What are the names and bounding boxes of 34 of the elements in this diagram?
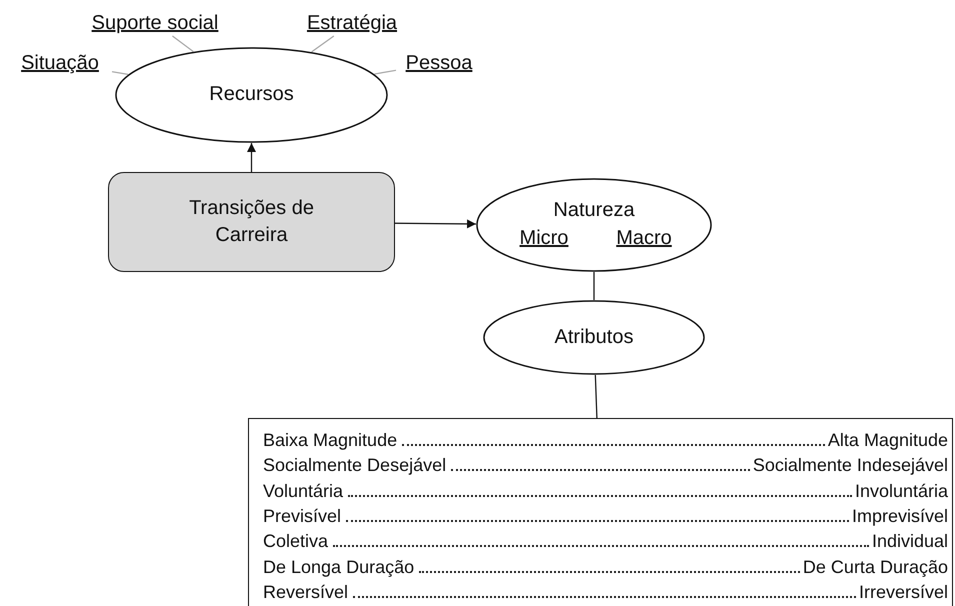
connector-line [374, 70, 396, 75]
resource-label: Situação [21, 52, 99, 74]
attribute-pole: Socialmente Desejável [263, 455, 446, 476]
attribute-pole: De Curta Duração [802, 556, 948, 578]
attribute-pole: Reversível [263, 582, 348, 603]
attribute-pole: Involuntária [854, 480, 948, 502]
concept-title: Recursos [208, 83, 295, 106]
attribute-pole: Voluntária [263, 480, 344, 502]
attribute-pole: Individual [872, 531, 948, 552]
resource-label: Estratégia [306, 12, 398, 34]
attribute-pole: De Longa Duração [263, 556, 414, 578]
scale-label: Macro [615, 227, 673, 250]
concept-title: Natureza [552, 199, 636, 222]
connector-line [311, 36, 334, 52]
arrow [247, 143, 256, 172]
concept-title: Atributos [554, 326, 634, 348]
resource-label: Pessoa [406, 52, 472, 74]
attribute-list-box [248, 418, 953, 606]
attribute-pole: Coletiva [263, 531, 328, 552]
connector-line [172, 36, 194, 52]
arrow [395, 219, 476, 228]
connector-line [594, 374, 598, 418]
attribute-pole: Previsível [263, 506, 342, 527]
attribute-pole: Imprevisível [852, 506, 948, 527]
attribute-pole: Baixa Magnitude [263, 430, 398, 451]
central-box [108, 172, 395, 272]
connector-line [593, 272, 595, 300]
scale-label: Micro [518, 227, 570, 250]
attribute-pole: Alta Magnitude [828, 430, 948, 451]
resource-label: Suporte social [92, 12, 218, 34]
attribute-pole: Irreversível [858, 582, 948, 603]
attribute-pole: Socialmente Indesejável [752, 455, 948, 476]
connector-line [112, 71, 128, 75]
box-title: Transições de Carreira [188, 196, 315, 248]
